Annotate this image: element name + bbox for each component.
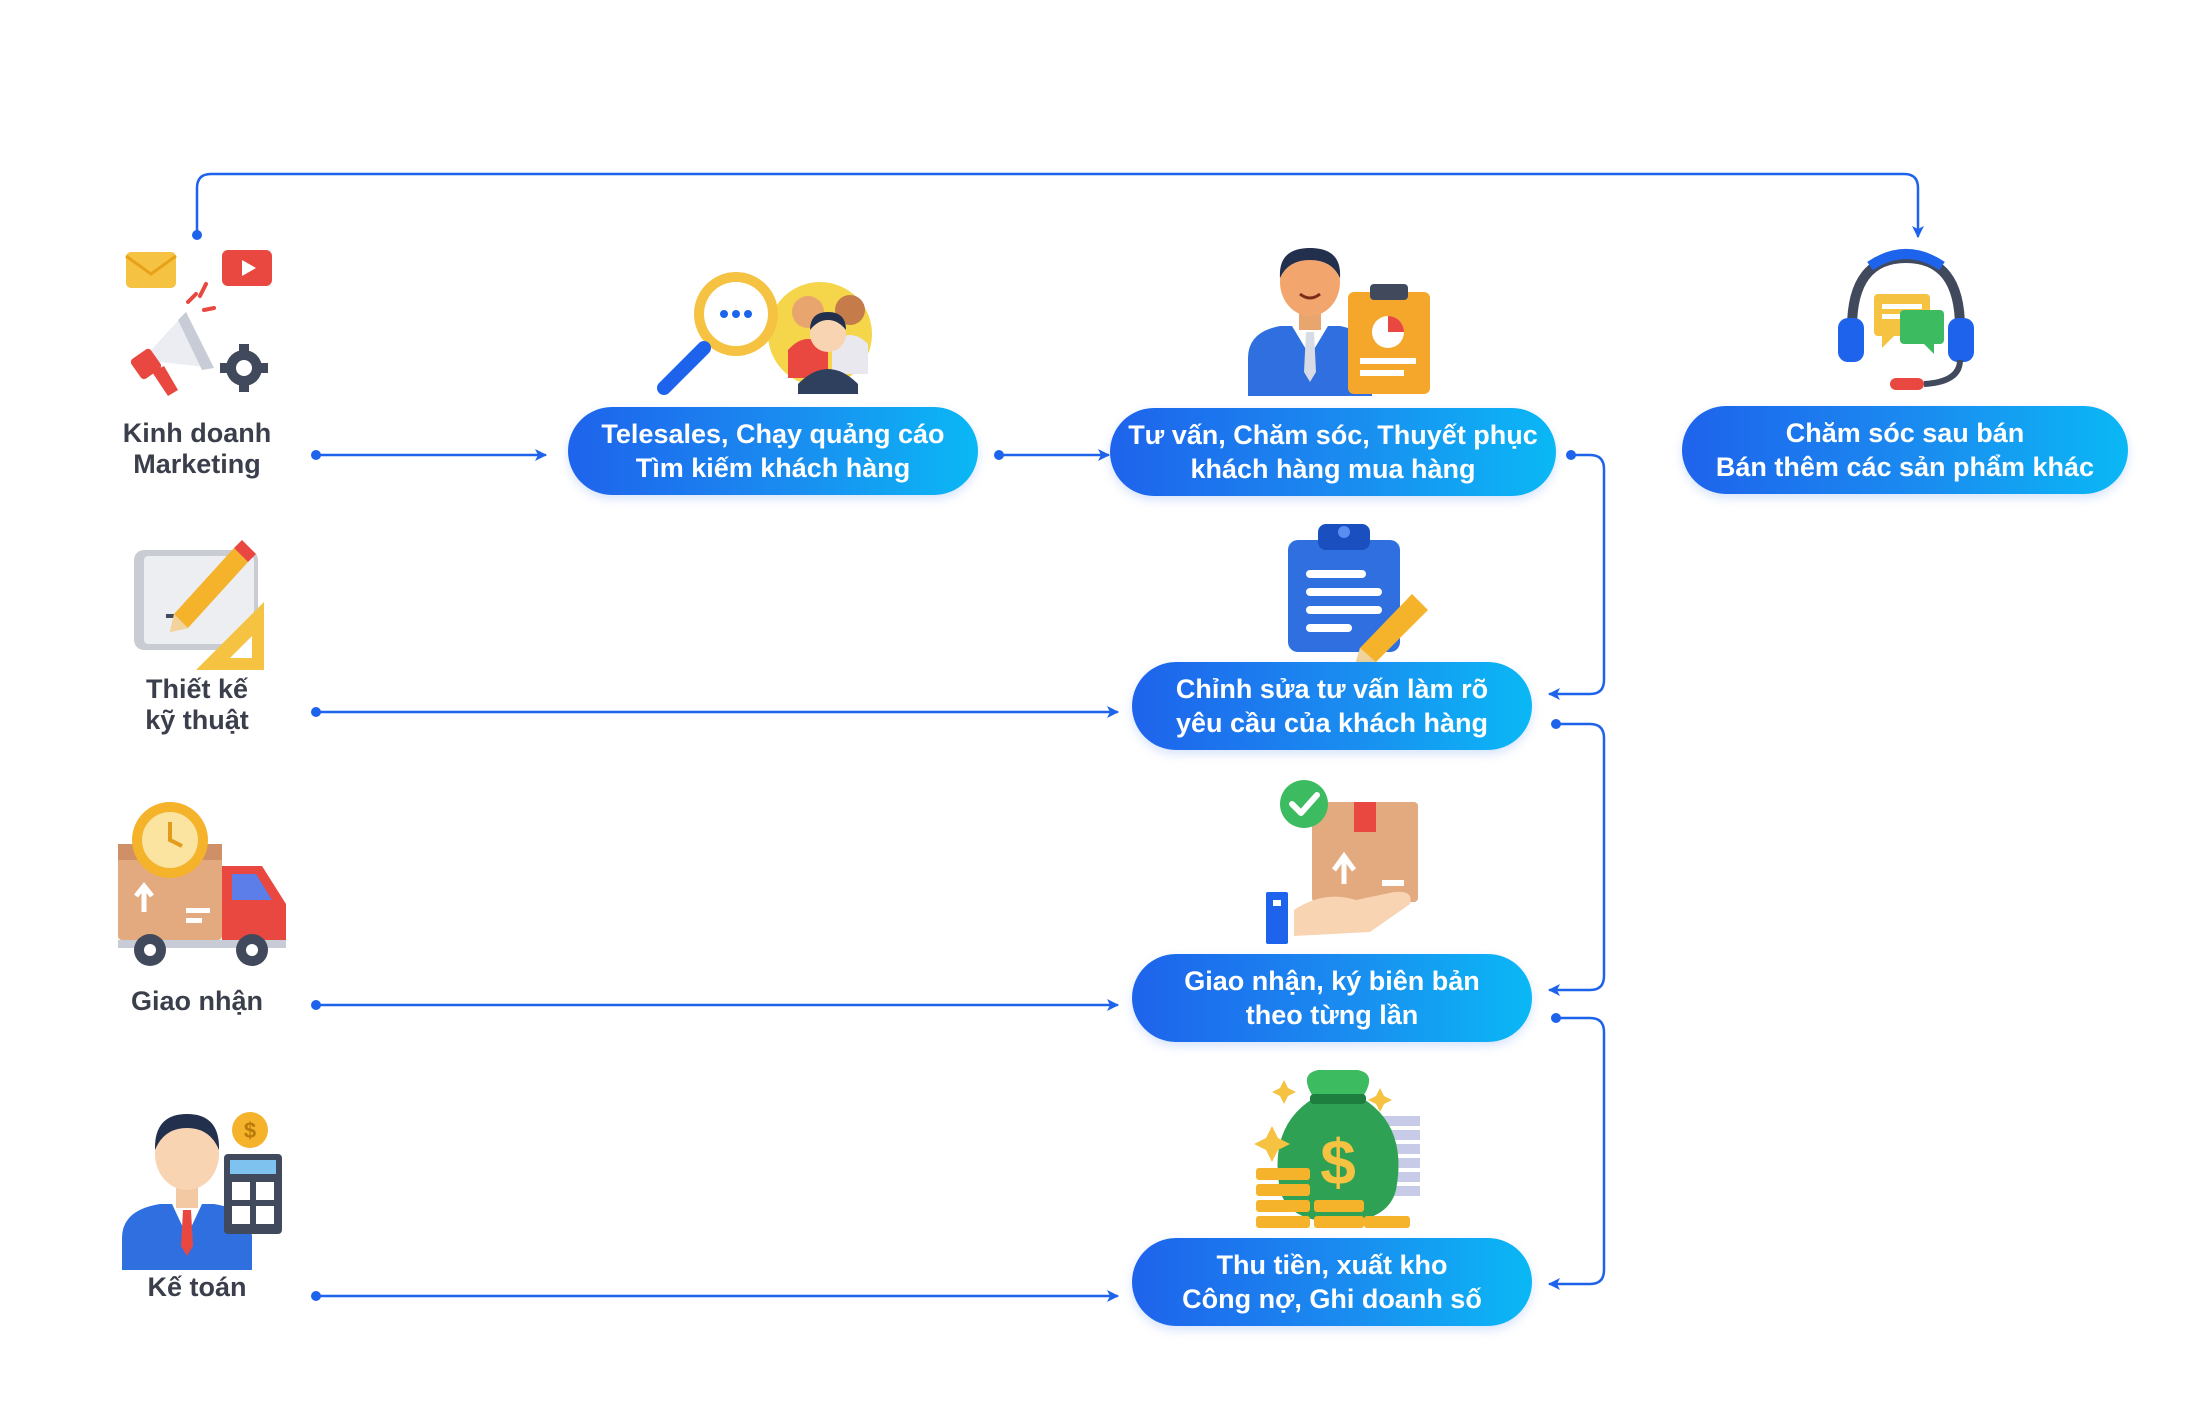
dept-label-marketing: Kinh doanh Marketing xyxy=(77,418,317,480)
dept-label-technical: Thiết kế kỹ thuật xyxy=(77,674,317,736)
package-handover-icon xyxy=(1264,780,1424,944)
dept-label-line: Marketing xyxy=(133,449,261,479)
step-label-line: Tư vấn, Chăm sóc, Thuyết phục xyxy=(1128,420,1538,450)
dept-label-accounting: Kế toán xyxy=(77,1272,317,1303)
connector-consulting-to-revise xyxy=(1548,453,1606,700)
dept-label-line: kỹ thuật xyxy=(145,705,249,735)
dept-label-delivery: Giao nhận xyxy=(77,986,317,1017)
blueprint-design-icon xyxy=(130,534,270,674)
connector-handover-to-payment xyxy=(1548,1016,1606,1290)
step-payment: Thu tiền, xuất kho Công nợ, Ghi doanh số xyxy=(1132,1238,1532,1326)
megaphone-marketing-icon xyxy=(122,248,274,400)
step-label-line: Giao nhận, ký biên bản xyxy=(1184,966,1480,996)
dept-label-line: Kế toán xyxy=(147,1272,247,1302)
step-aftersale: Chăm sóc sau bán Bán thêm các sản phẩm k… xyxy=(1682,406,2128,494)
search-customers-icon xyxy=(648,268,902,404)
step-label-line: Thu tiền, xuất kho xyxy=(1216,1250,1448,1280)
accountant-icon: $ xyxy=(120,1106,284,1270)
step-label-line: Chỉnh sửa tư vấn làm rõ xyxy=(1175,674,1489,704)
headset-support-icon xyxy=(1834,248,1978,392)
step-label-line: Chăm sóc sau bán xyxy=(1785,418,2025,448)
step-label-line: Telesales, Chạy quảng cáo xyxy=(601,419,945,449)
step-label-line: Tìm kiếm khách hàng xyxy=(635,453,911,483)
clipboard-edit-icon xyxy=(1284,520,1430,662)
step-label-line: theo từng lần xyxy=(1245,1000,1419,1030)
step-label-line: Công nợ, Ghi doanh số xyxy=(1182,1284,1482,1314)
step-label-line: khách hàng mua hàng xyxy=(1190,454,1476,484)
step-telesales: Telesales, Chạy quảng cáo Tìm kiếm khách… xyxy=(568,407,978,495)
consultant-icon xyxy=(1246,248,1432,396)
svg-text:$: $ xyxy=(1320,1126,1356,1198)
money-bag-icon: $ xyxy=(1254,1066,1424,1232)
dept-label-line: Thiết kế xyxy=(145,674,249,704)
step-label-line: yêu cầu của khách hàng xyxy=(1175,708,1489,738)
connector-marketing-to-aftersale xyxy=(195,172,1924,238)
step-revise: Chỉnh sửa tư vấn làm rõ yêu cầu của khác… xyxy=(1132,662,1532,750)
dept-label-line: Giao nhận xyxy=(130,986,263,1016)
svg-text:$: $ xyxy=(244,1118,256,1143)
delivery-truck-icon xyxy=(116,800,288,972)
connector-revise-to-handover xyxy=(1548,722,1606,996)
step-label-line: Bán thêm các sản phẩm khác xyxy=(1715,452,2095,482)
step-consulting: Tư vấn, Chăm sóc, Thuyết phục khách hàng… xyxy=(1110,408,1556,496)
step-handover: Giao nhận, ký biên bản theo từng lần xyxy=(1132,954,1532,1042)
dept-label-line: Kinh doanh xyxy=(122,418,272,448)
